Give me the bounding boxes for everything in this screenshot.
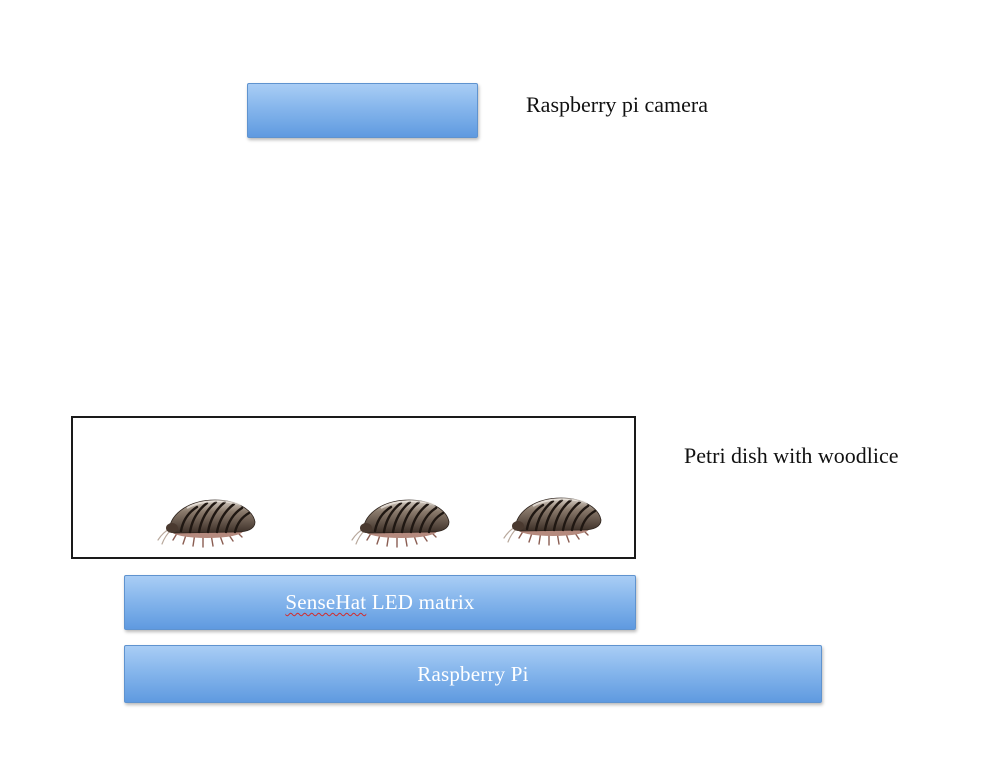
woodlouse-icon xyxy=(157,490,261,550)
woodlouse-icon xyxy=(351,490,455,550)
raspberry-pi-block: Raspberry Pi xyxy=(124,645,822,703)
sensehat-led-matrix-block: SenseHat LED matrix xyxy=(124,575,636,630)
woodlouse-icon xyxy=(503,488,607,548)
sensehat-label: SenseHat LED matrix xyxy=(285,590,474,615)
camera-block xyxy=(247,83,478,138)
sensehat-rest: LED matrix xyxy=(366,590,475,614)
sensehat-word: SenseHat xyxy=(285,590,367,614)
petri-dish-label: Petri dish with woodlice xyxy=(684,443,899,468)
camera-label: Raspberry pi camera xyxy=(526,92,709,117)
raspberry-pi-label: Raspberry Pi xyxy=(417,661,529,686)
petri-dish xyxy=(71,416,636,559)
